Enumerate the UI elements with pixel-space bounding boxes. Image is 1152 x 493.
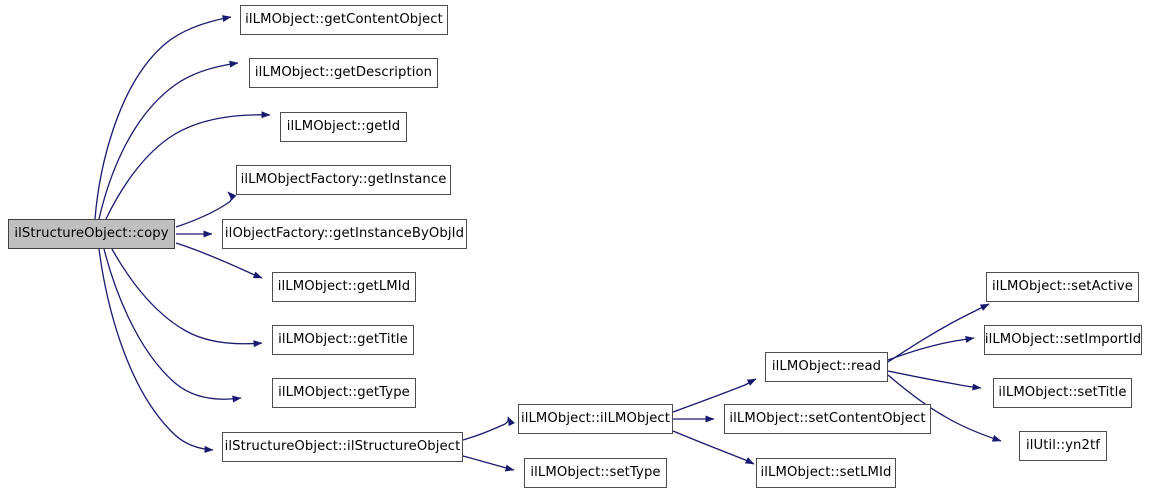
node-label: ilLMObject::setTitle [998,385,1127,401]
node-label: ilLMObject::setContentObject [729,411,926,427]
call-edge-read-to-setActive [887,303,990,363]
node-label: ilLMObject::getId [286,119,401,135]
node-label: ilLMObject::setActive [992,279,1133,295]
node-label: ilLMObject::setType [530,465,661,481]
node-label: ilLMObject::getLMId [277,279,411,295]
node-label: ilLMObject::ilLMObject [520,411,671,427]
call-edge-copy-to-getInstance [175,191,237,228]
call-graph-node-getId[interactable]: ilLMObject::getId [280,112,407,142]
call-graph-node-setLMId[interactable]: ilLMObject::setLMId [756,458,896,488]
node-label: ilLMObject::setLMId [760,465,892,481]
call-graph-node-setTitle[interactable]: ilLMObject::setTitle [993,378,1132,408]
call-graph-node-getDescription[interactable]: ilLMObject::getDescription [249,58,438,88]
call-graph-node-setType[interactable]: ilLMObject::setType [524,458,667,488]
call-edge-copy-to-getContentObject [94,15,232,220]
call-edge-read-to-setImportId [887,335,975,361]
node-label: ilUtil::yn2tf [1025,438,1101,454]
call-graph-node-getInstanceByObjId[interactable]: ilObjectFactory::getInstanceByObjId [222,219,467,249]
call-graph-node-getInstance[interactable]: ilLMObjectFactory::getInstance [236,165,451,195]
node-label: ilLMObject::read [771,359,882,375]
call-edge-ilStructureObject-to-setType [462,455,515,472]
call-graph-node-copy[interactable]: ilStructureObject::copy [8,219,175,249]
call-edge-read-to-yn2tf [887,374,1002,442]
call-graph-node-read[interactable]: ilLMObject::read [765,352,888,382]
node-label: ilLMObject::getType [278,385,410,401]
call-graph-node-setActive[interactable]: ilLMObject::setActive [986,272,1139,302]
call-graph-node-setContentObject[interactable]: ilLMObject::setContentObject [724,404,931,434]
call-graph-node-setImportId[interactable]: ilLMObject::setImportId [984,325,1142,355]
call-graph-node-getLMId[interactable]: ilLMObject::getLMId [272,272,416,302]
call-edge-copy-to-getDescription [98,60,239,220]
node-label: ilLMObject::getTitle [278,332,408,348]
call-edge-ilLMObject-to-read [672,378,757,413]
call-graph-node-ilLMObject[interactable]: ilLMObject::ilLMObject [518,404,673,434]
node-label: ilStructureObject::ilStructureObject [224,439,461,455]
node-label: ilLMObjectFactory::getInstance [240,172,447,188]
node-label: ilLMObject::getDescription [254,65,433,81]
call-graph-node-getContentObject[interactable]: ilLMObject::getContentObject [240,5,448,35]
call-graph-node-ilStructureObject[interactable]: ilStructureObject::ilStructureObject [222,432,463,462]
call-edge-copy-to-getTitle [111,248,263,348]
node-label: ilLMObject::getContentObject [245,12,443,28]
node-label: ilStructureObject::copy [14,226,169,242]
call-edge-copy-to-getId [105,111,271,220]
call-edge-copy-to-ilStructureObject [98,248,214,453]
call-edge-ilStructureObject-to-ilLMObject [462,416,515,441]
node-label: ilLMObject::setImportId [984,332,1142,348]
call-graph-node-getTitle[interactable]: ilLMObject::getTitle [272,325,414,355]
call-graph-node-getType[interactable]: ilLMObject::getType [272,378,416,408]
call-edge-read-to-setTitle [887,370,982,391]
call-edge-copy-to-getLMId [175,242,263,279]
call-edge-ilLMObject-to-setLMId [672,430,755,465]
call-edge-copy-to-getType [103,248,242,403]
node-label: ilObjectFactory::getInstanceByObjId [224,226,465,242]
call-graph-node-yn2tf[interactable]: ilUtil::yn2tf [1019,431,1107,461]
